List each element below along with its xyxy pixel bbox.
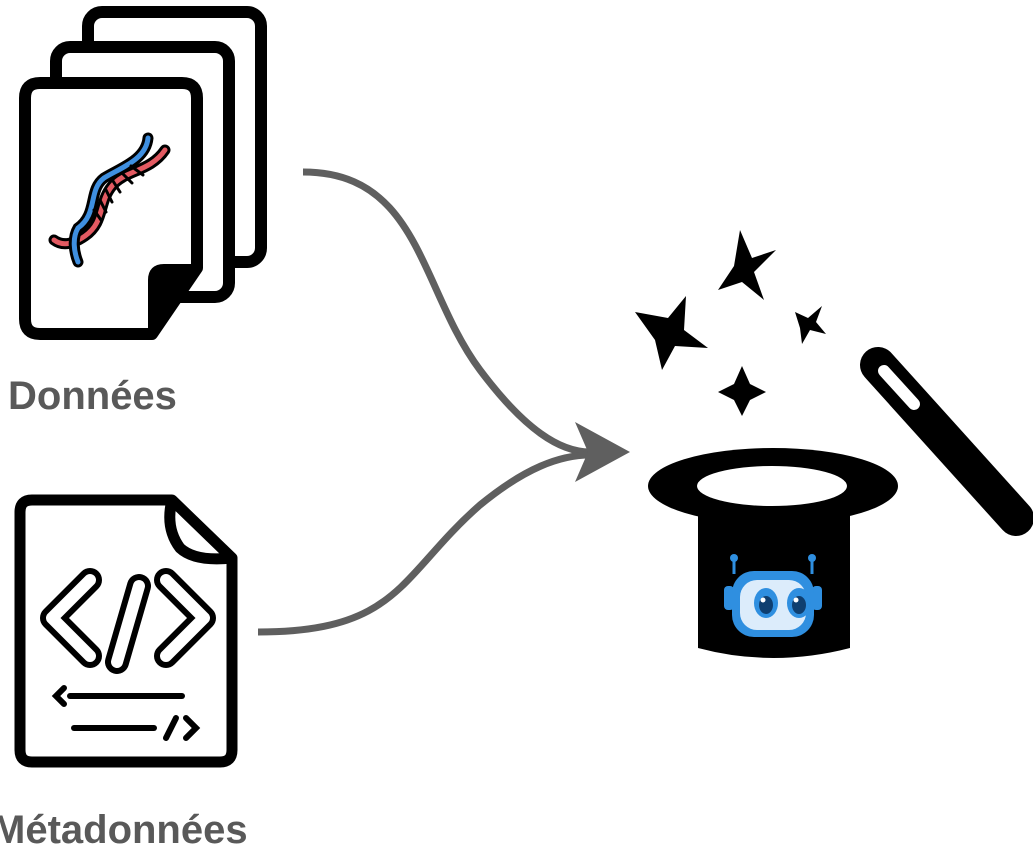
code-file-icon [20, 500, 232, 762]
flow-arrows [258, 172, 630, 632]
data-flow-arrow [303, 172, 590, 452]
magic-hat-icon [635, 230, 1016, 658]
data-label: Données [8, 376, 177, 416]
metadata-label: Métadonnées [0, 810, 248, 850]
sparkle-icon [635, 230, 826, 416]
metadata-flow-arrow [258, 455, 590, 632]
dna-document-stack-icon [25, 12, 261, 334]
magic-wand-icon [878, 365, 1016, 518]
